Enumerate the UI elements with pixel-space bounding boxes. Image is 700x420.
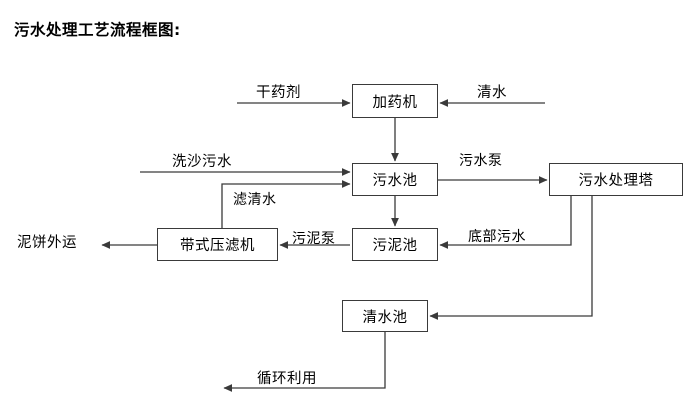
node-sewage-pool[interactable]: 污水池 xyxy=(352,163,438,196)
terminal-dry-chemical: 干药剂 xyxy=(256,85,301,101)
terminal-recycle-use: 循环利用 xyxy=(257,371,317,387)
edge-clear-water-pool-to-recycle xyxy=(223,332,386,392)
node-belt-filter-press[interactable]: 带式压滤机 xyxy=(157,228,278,261)
node-label: 污泥池 xyxy=(372,238,418,254)
node-label: 加药机 xyxy=(372,94,418,111)
terminal-sand-wash-sewage: 洗沙污水 xyxy=(172,154,232,170)
node-label: 清水池 xyxy=(362,309,408,326)
terminal-mud-cake-transport: 泥饼外运 xyxy=(17,235,77,251)
node-label: 带式压滤机 xyxy=(180,238,255,254)
edge-label-sludge-pump: 污泥泵 xyxy=(292,231,336,247)
page-title: 污水处理工艺流程框图: xyxy=(14,21,181,39)
edge-label-filtered-water: 滤清水 xyxy=(233,192,277,208)
node-clear-water-pool[interactable]: 清水池 xyxy=(342,300,428,332)
edge-tower-to-sludge-pool xyxy=(439,196,572,249)
node-treatment-tower[interactable]: 污水处理塔 xyxy=(549,163,683,196)
node-dosing-machine[interactable]: 加药机 xyxy=(352,84,438,118)
edge-label-sewage-pump: 污水泵 xyxy=(459,153,503,169)
edge-tower-to-clear-water-pool xyxy=(429,196,593,320)
terminal-clean-water: 清水 xyxy=(477,85,507,101)
node-label: 污水处理塔 xyxy=(578,173,654,189)
node-label: 污水池 xyxy=(372,173,418,189)
node-sludge-pool[interactable]: 污泥池 xyxy=(352,228,438,261)
edge-filtered-water-to-sewage-pool xyxy=(221,180,351,228)
edge-label-bottom-sewage: 底部污水 xyxy=(468,229,526,245)
